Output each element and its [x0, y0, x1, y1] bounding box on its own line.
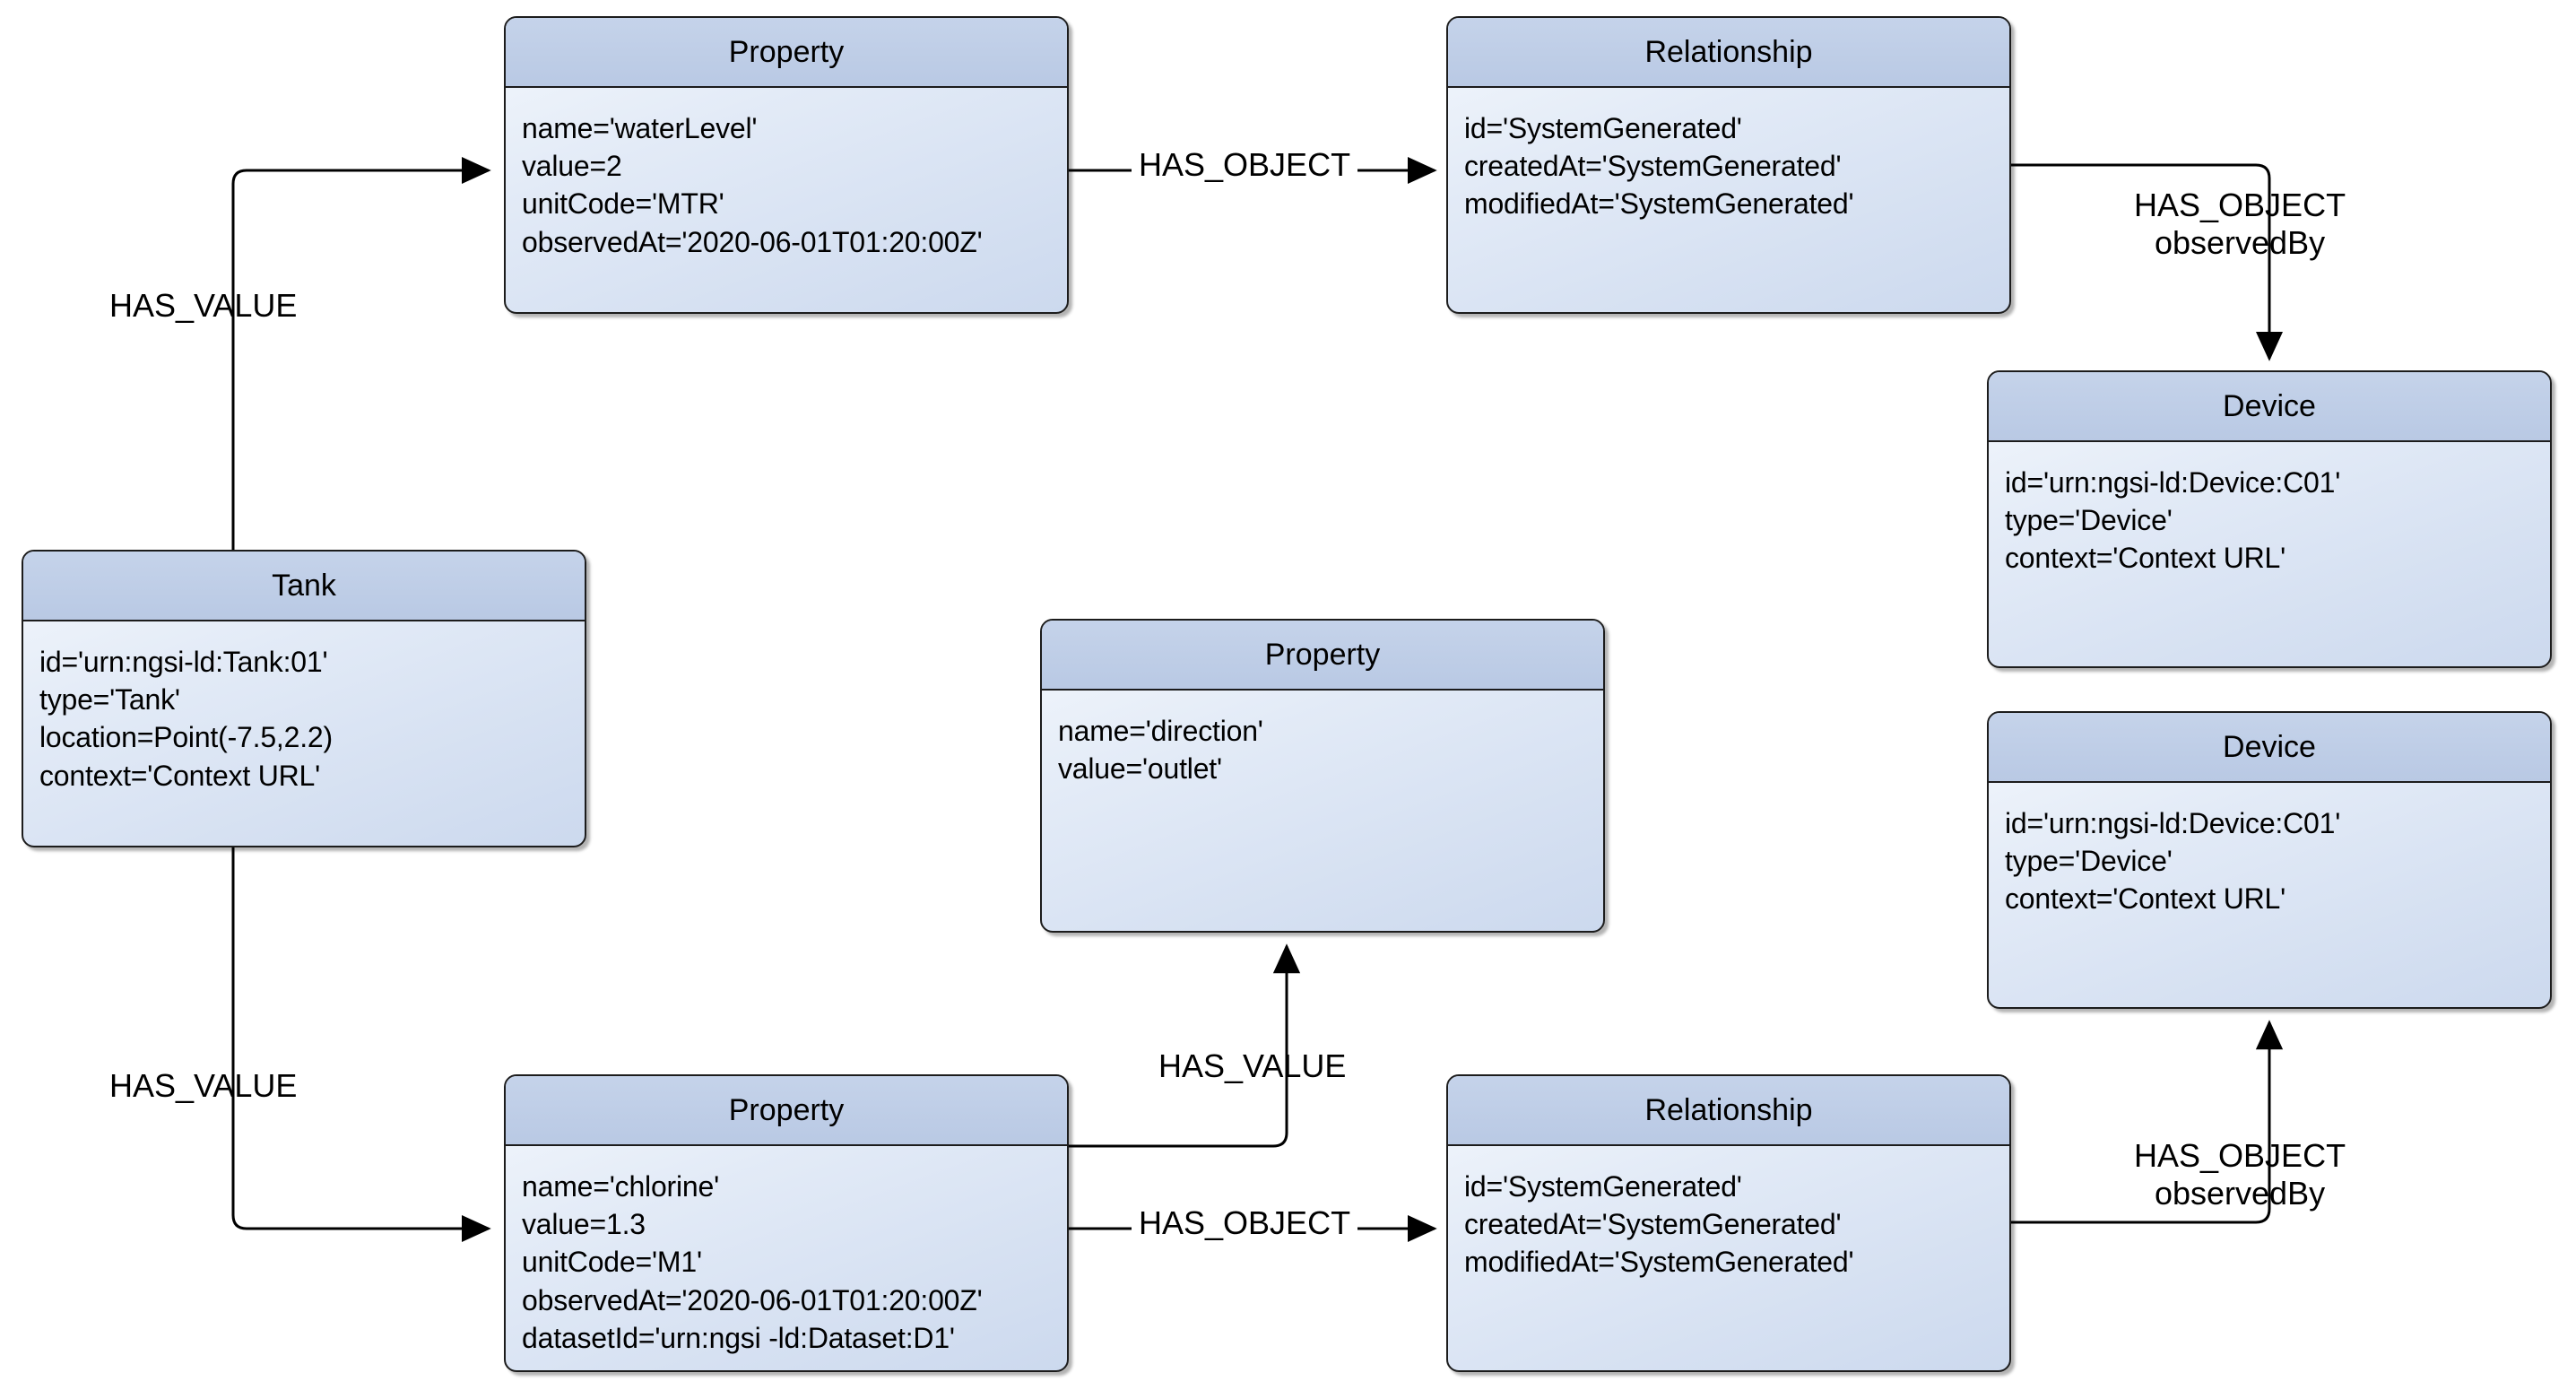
node-tank[interactable]: Tank id='urn:ngsi-ld:Tank:01' type='Tank… — [22, 550, 586, 847]
attribute-row: observedAt='2020-06-01T01:20:00Z' — [522, 225, 983, 258]
edge-label-line-1: HAS_OBJECT — [2134, 1137, 2346, 1174]
edge-label-has-value-waterlevel: HAS_VALUE — [109, 287, 298, 324]
attribute-row: type='Tank' — [39, 683, 180, 717]
node-attributes: id='urn:ngsi-ld:Device:C01' type='Device… — [1989, 783, 2550, 927]
node-type-label: Property — [506, 18, 1067, 88]
node-type-label: Property — [506, 1076, 1067, 1146]
attribute-row: name='direction' — [1058, 715, 1263, 747]
attribute-row: datasetId='urn:ngsi -ld:Dataset:D1' — [522, 1321, 955, 1354]
edge-tank-to-waterlevel — [231, 156, 491, 550]
attribute-row: type='Device' — [2005, 504, 2173, 537]
node-attributes: id='SystemGenerated' createdAt='SystemGe… — [1448, 88, 2009, 232]
attribute-row: id='urn:ngsi-ld:Device:C01' — [2005, 466, 2341, 499]
attribute-row: unitCode='M1' — [522, 1246, 702, 1279]
attribute-row: id='urn:ngsi-ld:Device:C01' — [2005, 807, 2341, 839]
node-attributes: id='urn:ngsi-ld:Tank:01' type='Tank' loc… — [23, 621, 585, 804]
attribute-row: id='SystemGenerated' — [1464, 112, 1742, 144]
edge-label-line-2: observedBy — [2154, 224, 2326, 262]
attribute-row: name='waterLevel' — [522, 112, 758, 144]
node-attributes: name='direction' value='outlet' — [1042, 691, 1603, 796]
attribute-row: unitCode='MTR' — [522, 187, 724, 221]
attribute-row: createdAt='SystemGenerated' — [1464, 150, 1842, 183]
edge-label-line-2: observedBy — [2154, 1175, 2326, 1212]
attribute-row: location=Point(-7.5,2.2) — [39, 721, 333, 754]
attribute-row: observedAt='2020-06-01T01:20:00Z' — [522, 1283, 983, 1316]
attribute-row: id='SystemGenerated' — [1464, 1170, 1742, 1203]
node-property-waterlevel[interactable]: Property name='waterLevel' value=2 unitC… — [504, 16, 1069, 314]
node-device-bottom[interactable]: Device id='urn:ngsi-ld:Device:C01' type=… — [1987, 711, 2552, 1009]
edge-label-line-1: HAS_OBJECT — [2134, 187, 2346, 223]
edge-label-has-value-chlorine: HAS_VALUE — [109, 1067, 298, 1104]
node-type-label: Relationship — [1448, 18, 2009, 88]
edge-label-has-object-waterlevel: HAS_OBJECT — [1132, 146, 1358, 185]
attribute-row: type='Device' — [2005, 845, 2173, 878]
node-property-direction[interactable]: Property name='direction' value='outlet' — [1040, 619, 1605, 933]
edge-label-has-object-observedby-bottom: HAS_OBJECT observedBy — [2134, 1137, 2346, 1213]
attribute-row: context='Context URL' — [2005, 542, 2286, 575]
edge-chlorine-to-direction — [1069, 943, 1301, 1148]
edge-label-has-object-chlorine: HAS_OBJECT — [1132, 1204, 1358, 1243]
node-type-label: Tank — [23, 552, 585, 621]
attribute-row: value=2 — [522, 150, 622, 183]
attribute-row: value=1.3 — [522, 1208, 646, 1241]
attribute-row: value='outlet' — [1058, 752, 1222, 786]
attribute-row: context='Context URL' — [39, 759, 321, 792]
node-device-top[interactable]: Device id='urn:ngsi-ld:Device:C01' type=… — [1987, 370, 2552, 668]
attribute-row: modifiedAt='SystemGenerated' — [1464, 1246, 1854, 1279]
edge-label-has-object-observedby-top: HAS_OBJECT observedBy — [2134, 187, 2346, 263]
node-type-label: Property — [1042, 621, 1603, 691]
edge-label-has-value-direction: HAS_VALUE — [1158, 1047, 1347, 1084]
node-attributes: id='urn:ngsi-ld:Device:C01' type='Device… — [1989, 442, 2550, 586]
attribute-row: id='urn:ngsi-ld:Tank:01' — [39, 646, 328, 678]
edge-tank-to-chlorine — [231, 847, 491, 1243]
node-type-label: Device — [1989, 713, 2550, 783]
attribute-row: name='chlorine' — [522, 1170, 720, 1203]
attribute-row: createdAt='SystemGenerated' — [1464, 1208, 1842, 1241]
node-attributes: name='waterLevel' value=2 unitCode='MTR'… — [506, 88, 1067, 270]
node-property-chlorine[interactable]: Property name='chlorine' value=1.3 unitC… — [504, 1074, 1069, 1372]
node-type-label: Device — [1989, 372, 2550, 442]
node-relationship-top[interactable]: Relationship id='SystemGenerated' create… — [1446, 16, 2011, 314]
node-attributes: name='chlorine' value=1.3 unitCode='M1' … — [506, 1146, 1067, 1366]
node-attributes: id='SystemGenerated' createdAt='SystemGe… — [1448, 1146, 2009, 1290]
attribute-row: modifiedAt='SystemGenerated' — [1464, 187, 1854, 221]
node-relationship-bottom[interactable]: Relationship id='SystemGenerated' create… — [1446, 1074, 2011, 1372]
attribute-row: context='Context URL' — [2005, 882, 2286, 916]
node-type-label: Relationship — [1448, 1076, 2009, 1146]
